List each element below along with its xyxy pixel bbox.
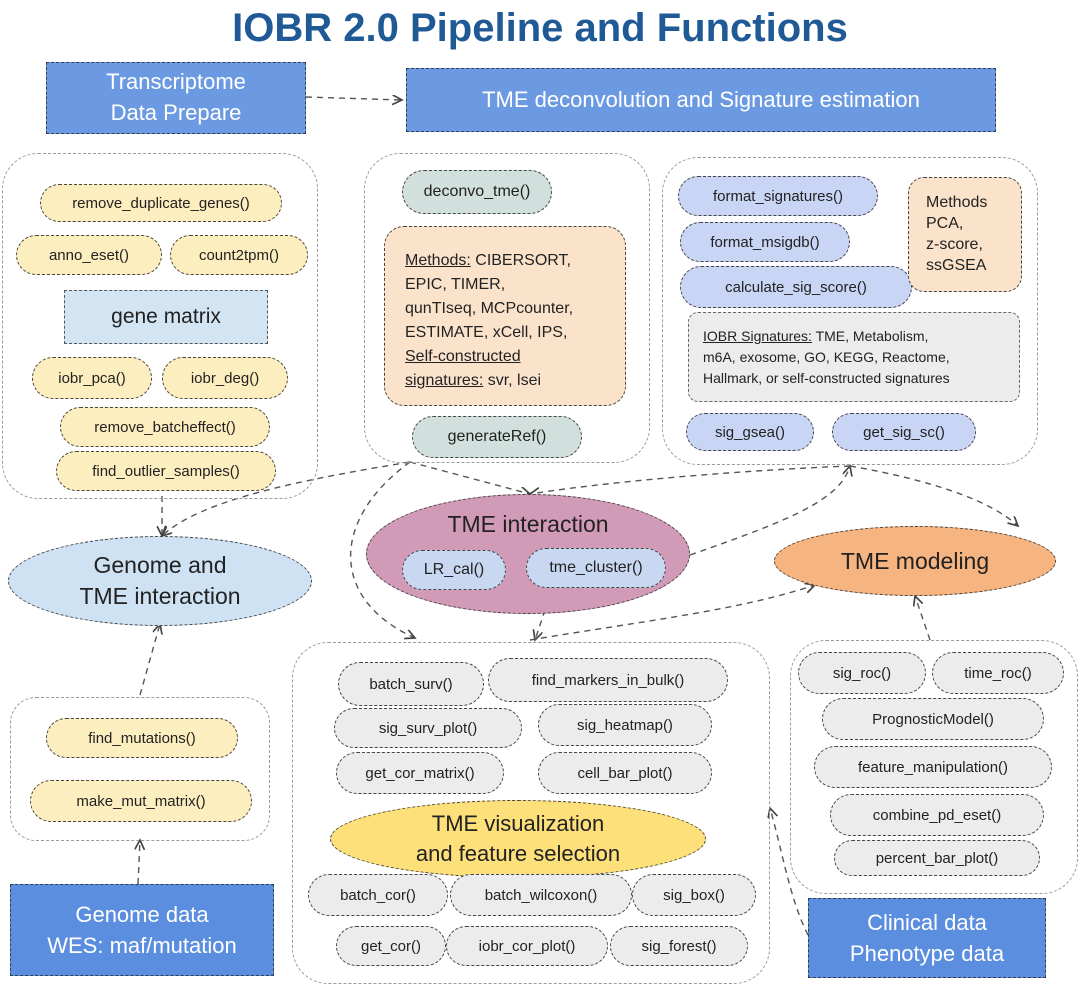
- signature-group: [662, 157, 1038, 465]
- arrow-modeling-group-to-modeling: [915, 596, 931, 641]
- arrow-center-to-interaction: [409, 461, 530, 494]
- methods-line1: CIBERSORT,: [470, 252, 571, 269]
- arrow-clinical-to-visualization: [770, 808, 809, 936]
- iobr-signatures-label: IOBR Signatures:: [703, 328, 812, 344]
- arrow-visualization-to-modeling: [529, 585, 815, 641]
- sig-methods-line4: ssGSEA: [926, 257, 987, 274]
- page-title: IOBR 2.0 Pipeline and Functions: [232, 6, 848, 50]
- arrow-signature-to-modeling: [849, 465, 1018, 526]
- genome-oval-line1: Genome and: [93, 552, 227, 578]
- mutation-group: [10, 697, 270, 841]
- count2tpm-function: count2tpm(): [170, 235, 308, 275]
- sig-gsea-function: sig_gsea(): [686, 413, 814, 451]
- sig-roc-function: sig_roc(): [798, 652, 926, 694]
- arrow-mutation-to-genome-oval: [139, 624, 160, 696]
- deconvo-tme-function: deconvo_tme(): [402, 170, 552, 214]
- genome-data-line2: WES: maf/mutation: [47, 933, 237, 958]
- signatures-methods: svr, lsei: [483, 372, 542, 389]
- find-outlier-samples-function: find_outlier_samples(): [56, 451, 276, 491]
- combine-pd-eset-function: combine_pd_eset(): [830, 794, 1044, 836]
- lr-cal-function: LR_cal(): [402, 550, 506, 590]
- batch-surv-function: batch_surv(): [338, 662, 484, 706]
- deconvolution-group: [364, 153, 650, 463]
- calculate-sig-score-function: calculate_sig_score(): [680, 266, 912, 308]
- anno-eset-function: anno_eset(): [16, 235, 162, 275]
- arrow-genome-data-to-mutation: [138, 840, 140, 885]
- make-mut-matrix-function: make_mut_matrix(): [30, 780, 252, 822]
- clinical-data-line2: Phenotype data: [849, 941, 1005, 966]
- iobr-signatures-line3: Hallmark, or self-constructed signatures: [703, 370, 950, 386]
- genome-data-line1: Genome data: [75, 902, 209, 927]
- gene-matrix-box: gene matrix: [64, 290, 268, 344]
- genome-tme-interaction-oval: Genome and TME interaction: [8, 536, 312, 626]
- arrow-prepare-to-deconv: [305, 97, 402, 100]
- sig-box-function: sig_box(): [632, 874, 756, 916]
- iobr-signatures-box: IOBR Signatures: TME, Metabolism, m6A, e…: [688, 312, 1020, 402]
- get-cor-function: get_cor(): [336, 926, 446, 966]
- find-markers-in-bulk-function: find_markers_in_bulk(): [488, 658, 728, 702]
- find-mutations-function: find_mutations(): [46, 718, 238, 758]
- signatures-label: signatures:: [405, 372, 484, 389]
- tme-visualization-oval: TME visualization and feature selection: [330, 800, 706, 878]
- format-signatures-function: format_signatures(): [678, 176, 878, 216]
- arrow-interaction-to-signature: [689, 466, 850, 556]
- tme-deconvolution-box: TME deconvolution and Signature estimati…: [406, 68, 996, 132]
- iobr-deg-function: iobr_deg(): [162, 357, 288, 399]
- format-msigdb-function: format_msigdb(): [680, 222, 850, 262]
- iobr-signatures-line1: TME, Metabolism,: [811, 328, 929, 344]
- get-sig-sc-function: get_sig_sc(): [832, 413, 976, 451]
- genome-oval-line2: TME interaction: [79, 583, 241, 609]
- iobr-signatures-line2: m6A, exosome, GO, KEGG, Reactome,: [703, 349, 950, 365]
- visualization-group: [292, 642, 770, 984]
- tme-modeling-oval: TME modeling: [774, 526, 1056, 596]
- iobr-cor-plot-function: iobr_cor_plot(): [446, 926, 608, 966]
- arrow-interaction-to-visualization: [535, 609, 546, 640]
- arrow-signature-to-interaction: [530, 465, 851, 494]
- sig-surv-plot-function: sig_surv_plot(): [334, 708, 522, 748]
- iobr-pca-function: iobr_pca(): [32, 357, 152, 399]
- signature-methods-box: Methods PCA, z-score, ssGSEA: [908, 177, 1022, 292]
- tme-cluster-function: tme_cluster(): [526, 548, 666, 588]
- remove-batcheffect-function: remove_batcheffect(): [60, 407, 270, 447]
- deconvolution-methods-box: Methods: CIBERSORT, EPIC, TIMER, qunTIse…: [384, 226, 626, 406]
- data-prepare-group: [2, 153, 318, 499]
- methods-line4: ESTIMATE, xCell, IPS,: [405, 324, 568, 341]
- sig-methods-line1: Methods: [926, 194, 988, 211]
- batch-wilcoxon-function: batch_wilcoxon(): [450, 874, 632, 916]
- time-roc-function: time_roc(): [932, 652, 1064, 694]
- clinical-data-line1: Clinical data: [867, 910, 987, 935]
- prognosticmodel-function: PrognosticModel(): [822, 698, 1044, 740]
- remove-duplicate-genes-function: remove_duplicate_genes(): [40, 184, 282, 222]
- feature-manipulation-function: feature_manipulation(): [814, 746, 1052, 788]
- sig-methods-line2: PCA,: [926, 215, 964, 232]
- transcriptome-box: Transcriptome Data Prepare: [46, 62, 306, 134]
- sig-heatmap-function: sig_heatmap(): [538, 704, 712, 746]
- transcriptome-line1: Transcriptome: [106, 69, 246, 95]
- methods-label: Methods:: [405, 252, 471, 269]
- transcriptome-line2: Data Prepare: [110, 100, 242, 125]
- methods-line2: EPIC, TIMER,: [405, 276, 506, 293]
- modeling-group: [790, 640, 1078, 894]
- percent-bar-plot-function: percent_bar_plot(): [834, 840, 1040, 876]
- viz-oval-line1: TME visualization: [431, 811, 605, 836]
- arrow-center-to-visualization: [350, 461, 415, 638]
- methods-line3: qunTIseq, MCPcounter,: [405, 300, 574, 317]
- generateref-function: generateRef(): [412, 416, 582, 458]
- batch-cor-function: batch_cor(): [308, 874, 448, 916]
- self-constructed-label: Self-constructed: [405, 348, 521, 365]
- clinical-data-box: Clinical data Phenotype data: [808, 898, 1046, 978]
- genome-data-box: Genome data WES: maf/mutation: [10, 884, 274, 976]
- cell-bar-plot-function: cell_bar_plot(): [538, 752, 712, 794]
- sig-methods-line3: z-score,: [926, 236, 983, 253]
- sig-forest-function: sig_forest(): [610, 926, 748, 966]
- get-cor-matrix-function: get_cor_matrix(): [336, 752, 504, 794]
- viz-oval-line2: and feature selection: [415, 841, 621, 866]
